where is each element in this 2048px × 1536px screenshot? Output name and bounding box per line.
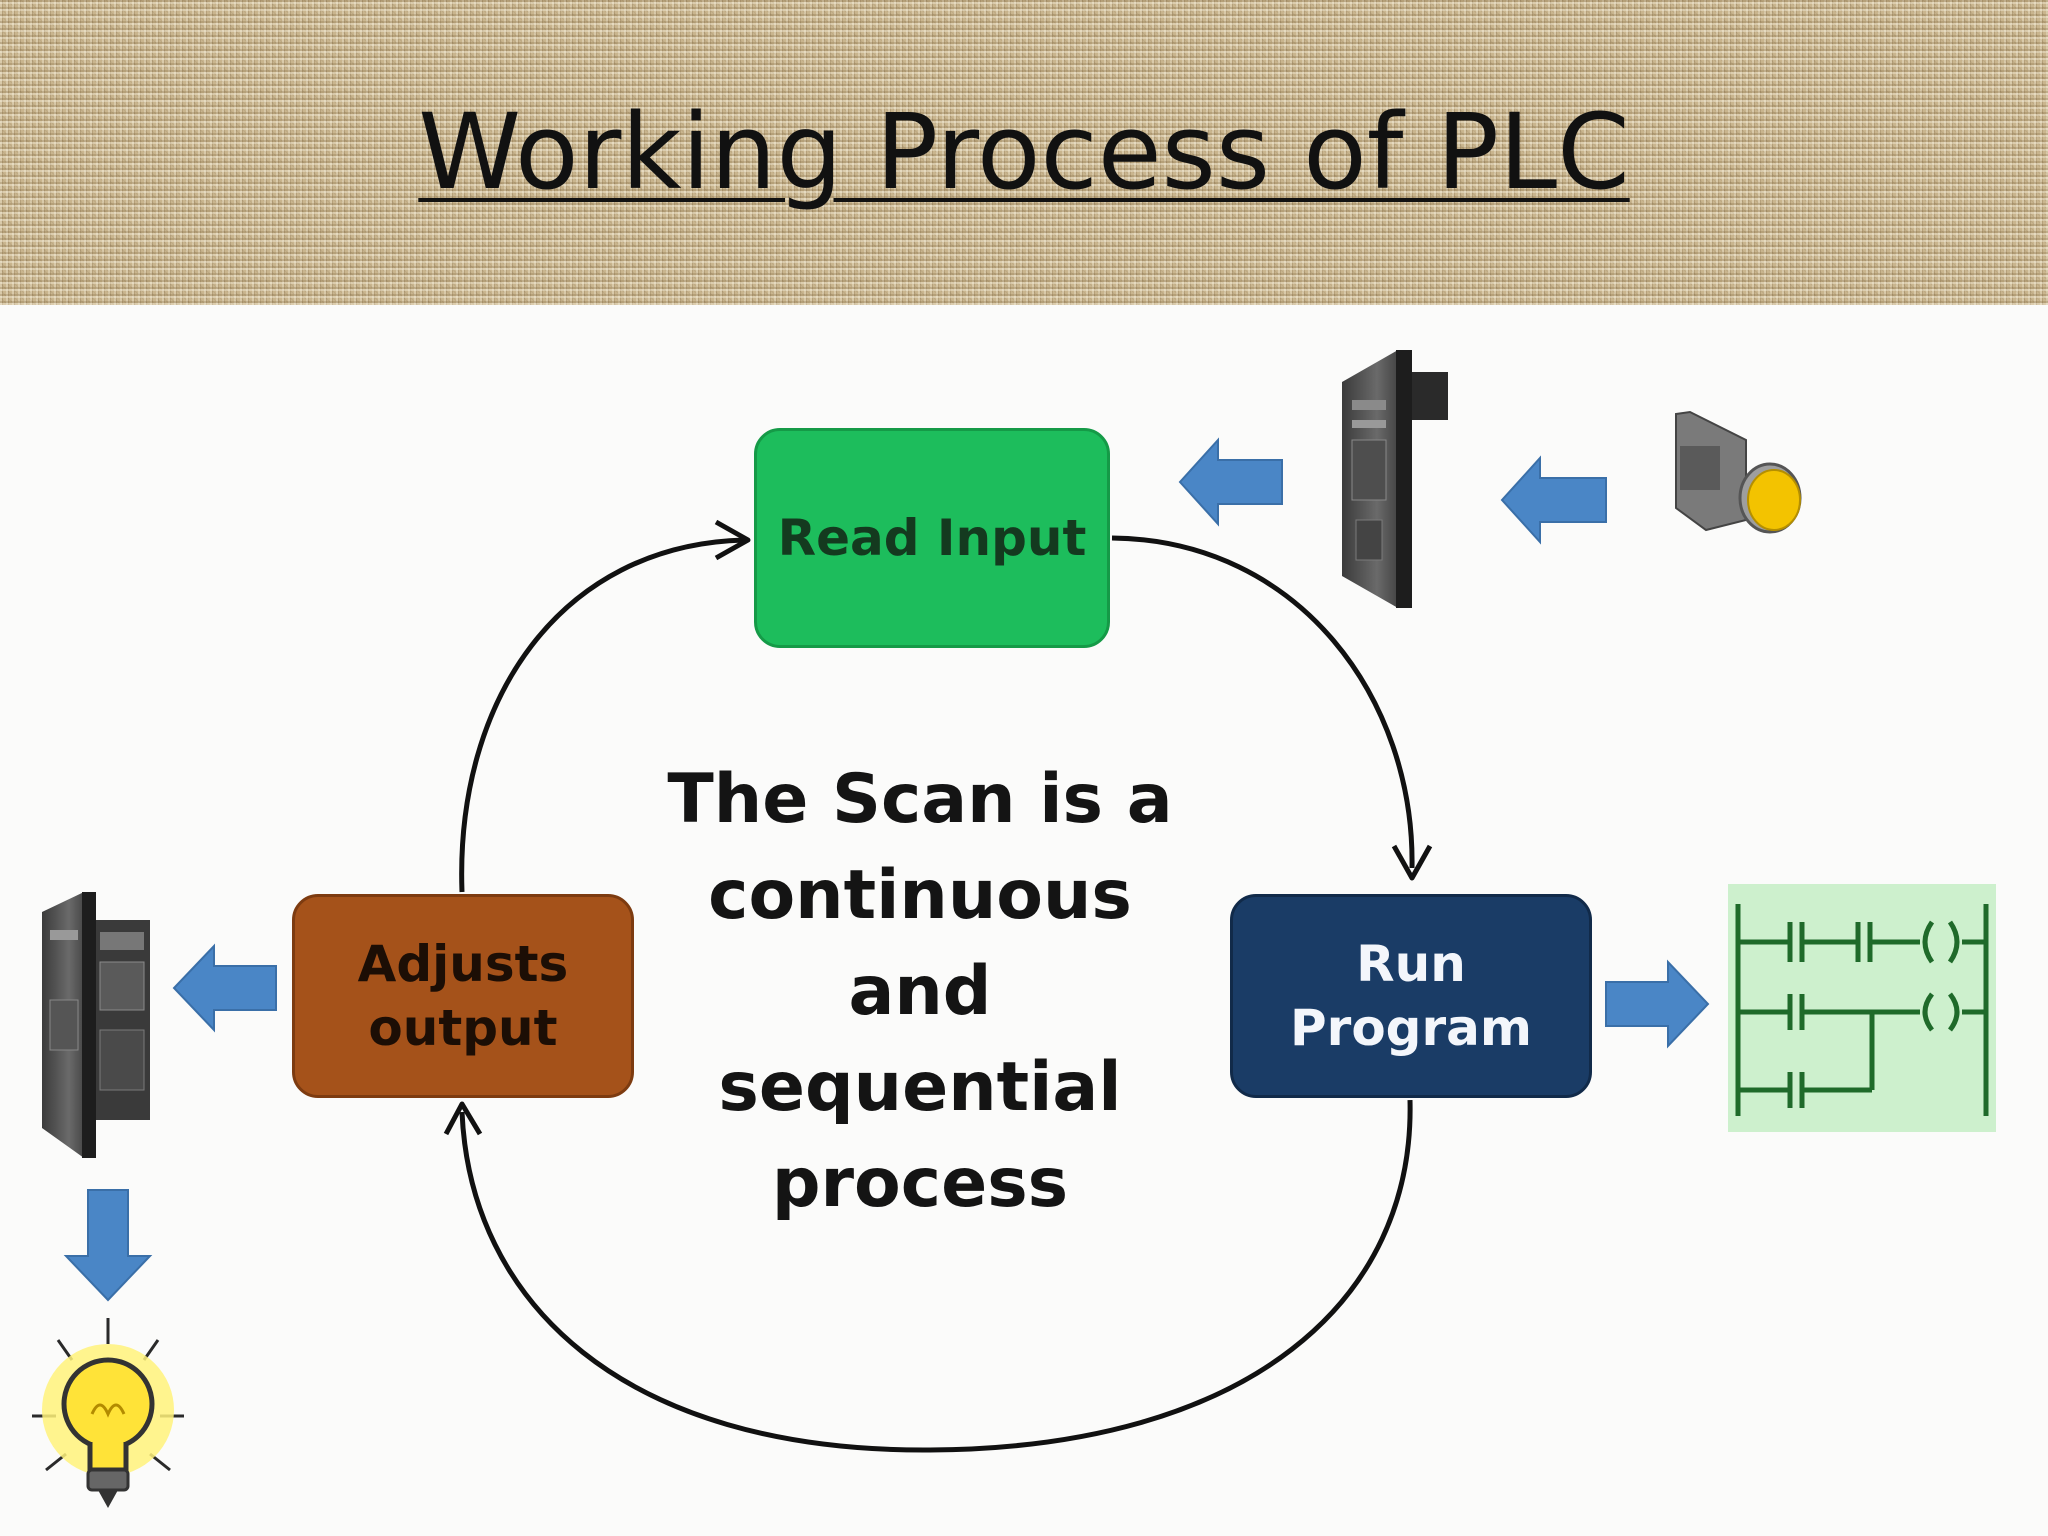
push-button-icon [1675, 410, 1802, 534]
light-bulb-icon [32, 1318, 184, 1508]
cycle-arrow-run-to-adjust [443, 1099, 1413, 1453]
read-input-step: Read Input [754, 428, 1110, 648]
run-program-label: Run Program [1290, 935, 1532, 1057]
arrow-down-icon [63, 1189, 153, 1302]
cycle-arrow-read-to-run [1111, 535, 1433, 881]
plc-module-icon [42, 892, 150, 1158]
scan-description: The Scan is a continuous and sequential … [667, 760, 1173, 1223]
arrow-right-icon [1605, 959, 1710, 1049]
title-banner: Working Process of PLC [0, 0, 2048, 305]
page-title: Working Process of PLC [418, 91, 1630, 213]
adjusts-output-step: Adjusts output [292, 894, 634, 1098]
arrow-left-icon [1178, 437, 1283, 527]
ladder-logic-icon [1728, 884, 1996, 1132]
adjusts-output-label: Adjusts output [357, 935, 569, 1057]
arrow-left-icon [1500, 455, 1607, 545]
cycle-arrow-adjust-to-read [459, 519, 751, 893]
plc-module-icon [1342, 350, 1448, 608]
arrow-left-icon [172, 943, 277, 1033]
run-program-step: Run Program [1230, 894, 1592, 1098]
read-input-label: Read Input [777, 509, 1087, 567]
